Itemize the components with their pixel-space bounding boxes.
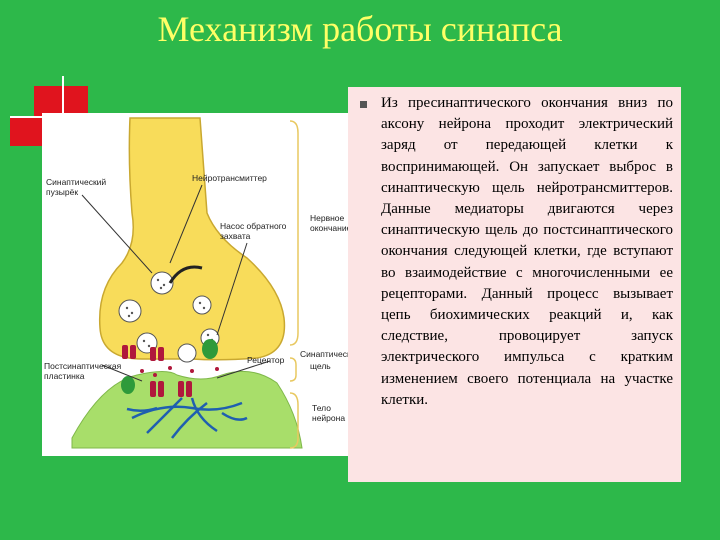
label-cleft-2: щель [310,361,331,371]
label-terminal-1: Нервное [310,213,345,223]
synapse-illustration: Синаптический пузырёк Нейротрансмиттер Н… [44,117,361,449]
postsynaptic-pump [121,376,135,394]
label-pump-2: захвата [220,231,251,241]
leader-lines [81,184,271,382]
label-membrane-2: пластинка [44,371,85,381]
postsynaptic-receptors [150,381,192,397]
body-text: Из пресинаптического окончания вниз по а… [381,95,673,408]
slide-title: Механизм работы синапса [157,9,563,49]
nerve-terminal-shape [98,117,286,361]
reuptake-arrow [168,265,203,284]
neurotransmitter-dots [140,366,219,377]
label-body-2: нейрона [312,413,345,423]
presynaptic-receptors [122,345,164,361]
bracket-lines [289,120,299,449]
label-membrane-1: Постсинаптическая [44,361,122,371]
text-panel: Из пресинаптического окончания вниз по а… [348,87,681,482]
label-neurotransmitter: Нейротрансмиттер [192,173,267,183]
label-receptor: Рецептор [247,355,285,365]
decor-vertical-line [62,76,64,148]
decor-red-square-small [10,118,46,146]
bullet-square-icon [360,101,367,108]
synapse-diagram: Синаптический пузырёк Нейротрансмиттер Н… [42,113,361,456]
label-terminal-2: окончание [310,223,352,233]
label-cleft-1: Синаптическая [300,349,354,359]
label-pump-1: Насос обратного [220,221,287,231]
label-vesicle-2: пузырёк [46,187,78,197]
label-body-1: Тело [312,403,331,413]
reuptake-pump [202,339,218,359]
label-vesicle-1: Синаптический [46,177,106,187]
dendrite-lines [126,397,248,439]
